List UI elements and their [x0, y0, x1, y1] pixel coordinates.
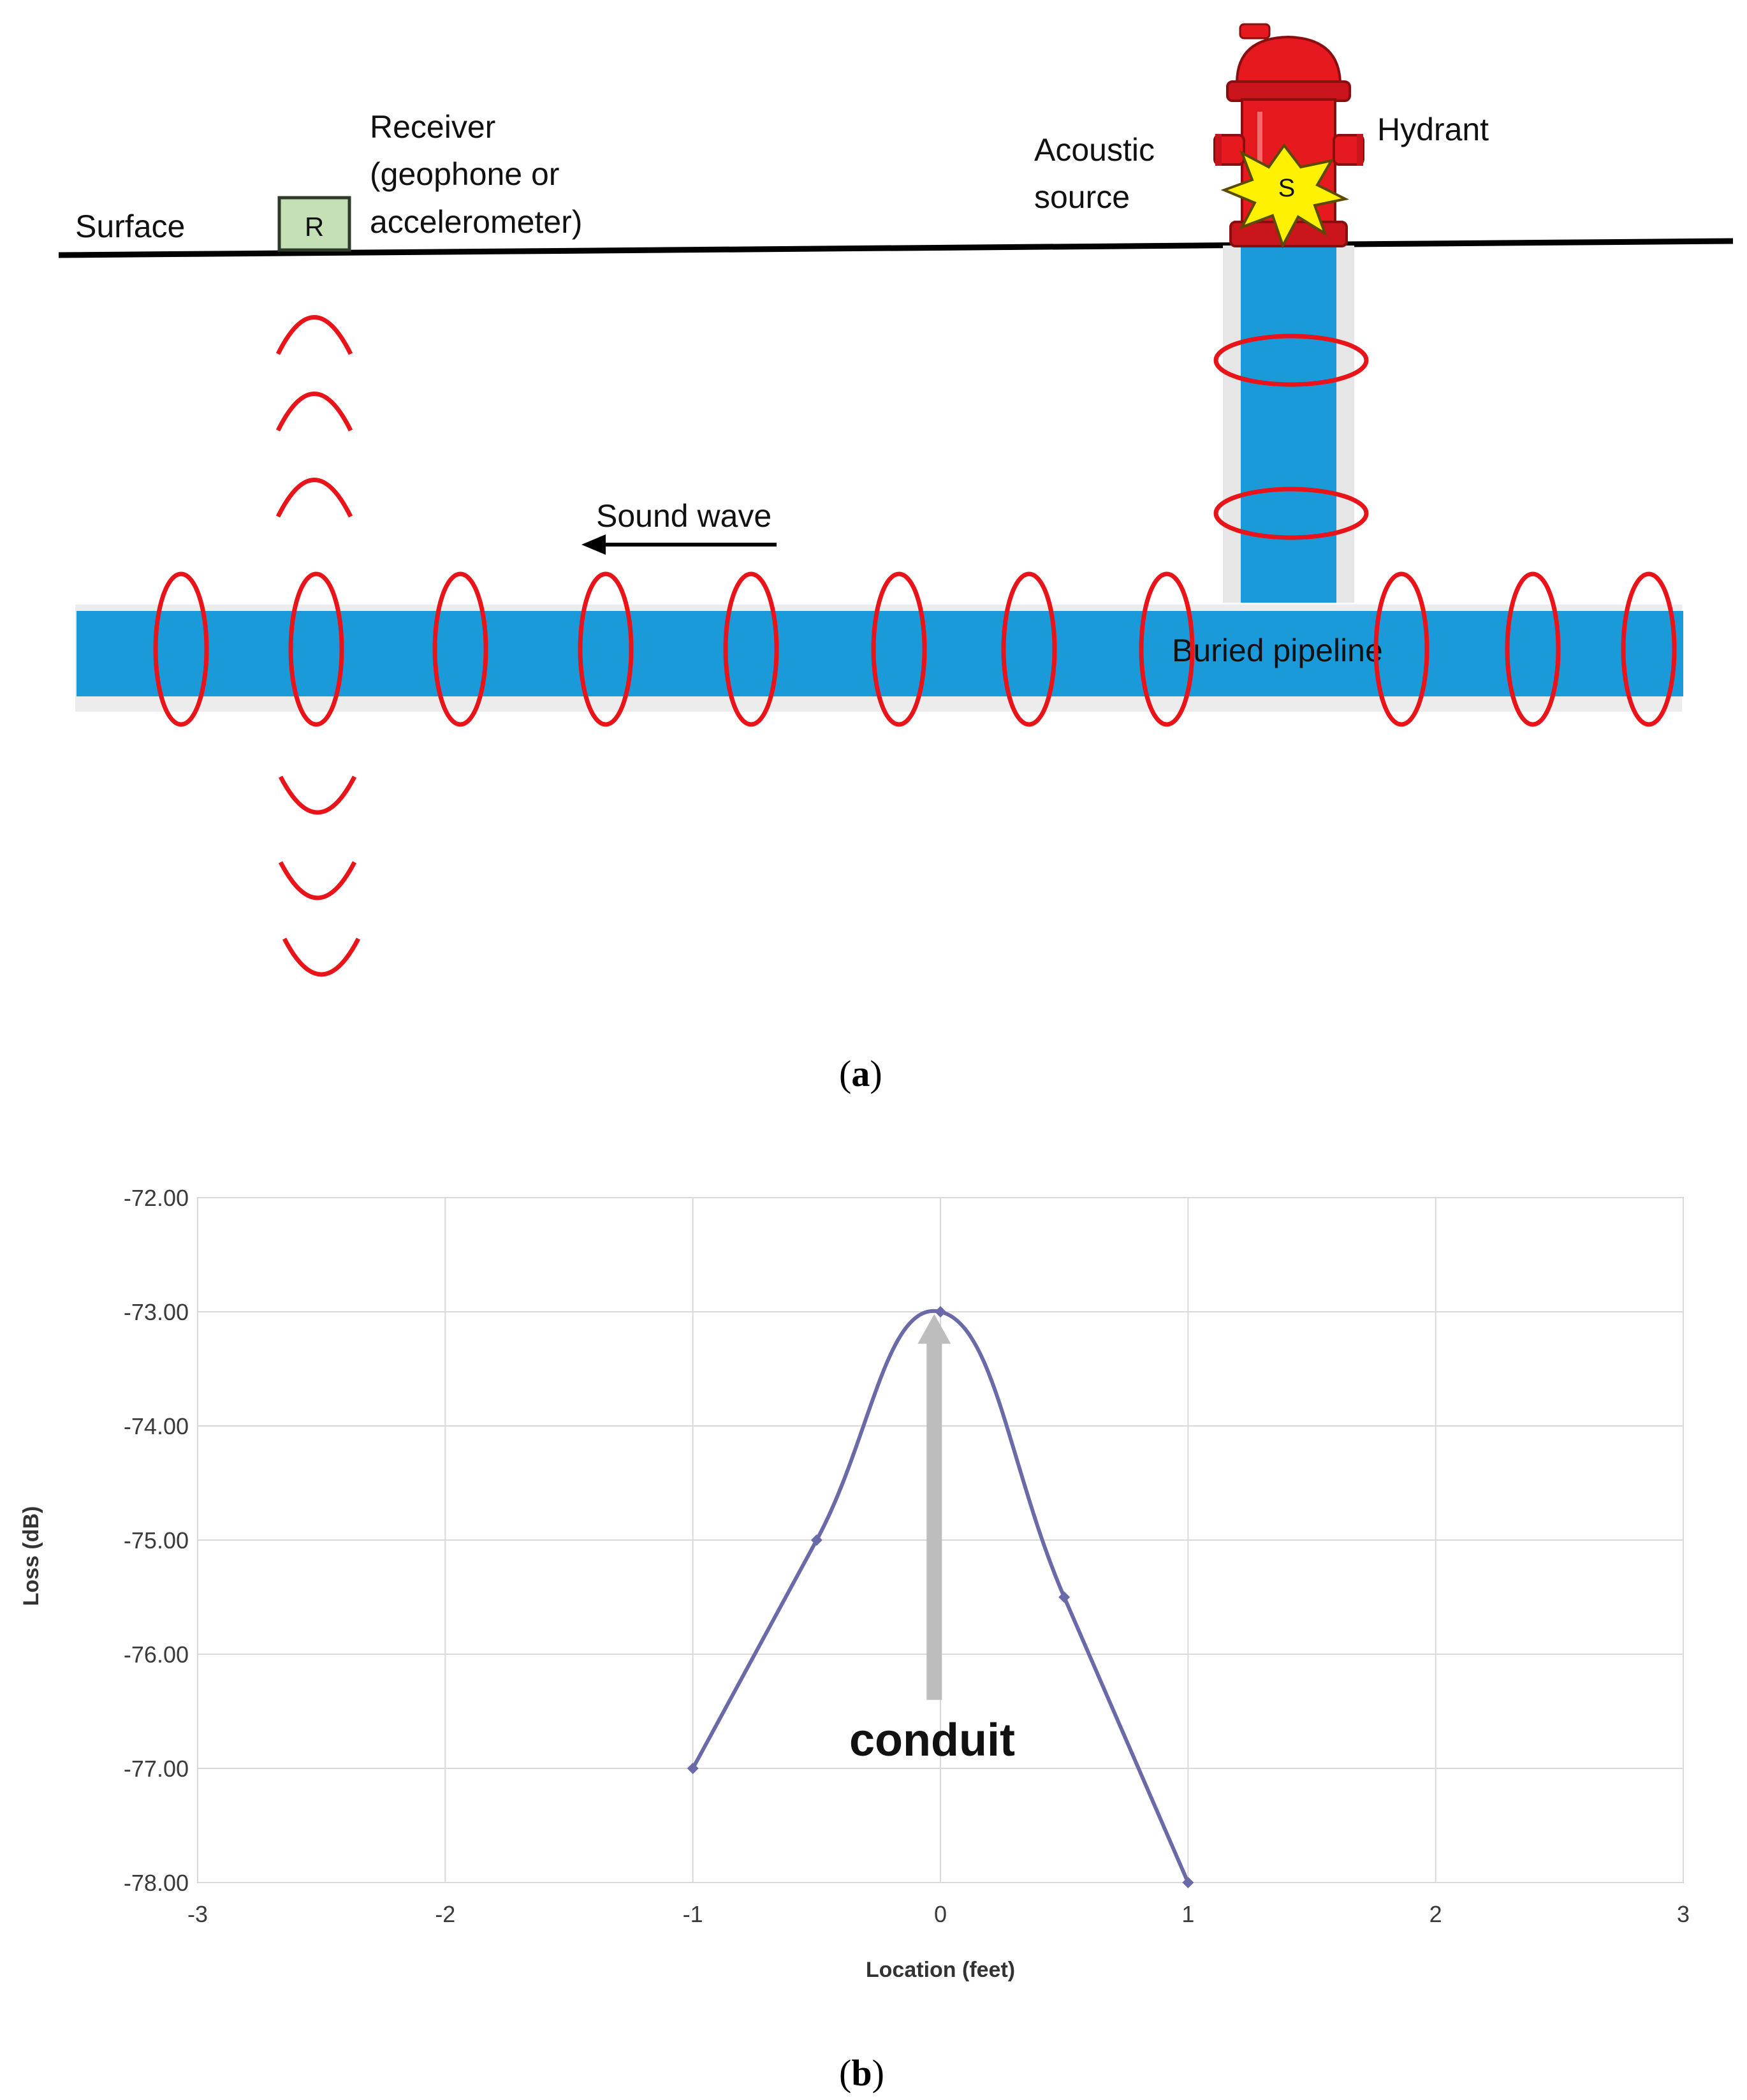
pipe-ring	[723, 571, 779, 727]
caption-a: (a)	[839, 1053, 882, 1094]
up-arc	[275, 315, 353, 355]
surface-label: Surface	[75, 209, 185, 244]
y-tick-label: -72.00	[124, 1185, 189, 1211]
data-point	[1182, 1877, 1194, 1888]
pipe-ring	[1505, 571, 1561, 727]
conduit-annotation: conduit	[849, 1715, 1015, 1766]
y-tick-label: -78.00	[124, 1870, 189, 1896]
x-tick-label: 2	[1429, 1901, 1442, 1927]
x-tick-label: -2	[435, 1901, 455, 1927]
receiver-label-line3: accelerometer)	[370, 204, 582, 240]
hydrant-label: Hydrant	[1377, 112, 1489, 147]
sound-wave-arrowhead	[581, 534, 606, 555]
conduit-arrow-head	[917, 1314, 951, 1344]
down-arc	[282, 937, 361, 977]
x-tick-label: 3	[1677, 1901, 1690, 1927]
data-point	[687, 1763, 699, 1774]
data-point	[935, 1306, 946, 1318]
surface-line	[58, 238, 1734, 258]
receiver-box	[277, 196, 351, 252]
y-tick-label: -76.00	[124, 1641, 189, 1668]
down-arc	[278, 861, 357, 900]
x-tick-label: -1	[683, 1901, 703, 1927]
ground-wave-arcs	[275, 315, 361, 977]
pipe-ring	[432, 571, 488, 727]
buried-pipeline	[77, 611, 1683, 696]
riser-pipe	[1241, 246, 1336, 603]
panel-a-diagram: Surface R Receiver (geophone or accelero…	[58, 23, 1734, 977]
pipe-ring	[1373, 571, 1429, 727]
receiver-label-line2: (geophone or	[370, 156, 559, 192]
panel-b-chart: -3 -2 -1 0 1 2 3 -72.00 -73.00 -74.00 -75.00 -76.00…	[19, 1185, 1690, 1982]
acoustic-source-label-line2: source	[1034, 179, 1130, 215]
up-arc	[275, 392, 353, 432]
data-point	[810, 1534, 822, 1546]
pipe-ring	[871, 571, 927, 727]
pipe-ring	[153, 571, 209, 727]
riser-ring	[1213, 487, 1369, 540]
pipeline-wave-rings	[153, 571, 1677, 727]
y-tick-label: -73.00	[124, 1299, 189, 1325]
y-tick-label: -77.00	[124, 1756, 189, 1782]
acoustic-source-label-line1: Acoustic	[1034, 132, 1155, 168]
pipe-ring	[288, 571, 344, 727]
x-tick-label: -3	[187, 1901, 208, 1927]
source-mark: S	[1278, 174, 1296, 202]
y-tick-label: -74.00	[124, 1413, 189, 1439]
riser-ring	[1213, 334, 1369, 387]
up-arc	[275, 478, 353, 518]
conduit-arrow-shaft	[926, 1340, 942, 1700]
pipe-ring	[1001, 571, 1057, 727]
pipe-ring	[1621, 571, 1677, 727]
x-tick-label: 1	[1181, 1901, 1194, 1927]
pipeline-label: Buried pipeline	[1172, 633, 1383, 668]
sound-wave-label: Sound wave	[596, 498, 771, 534]
pipe-ring	[1139, 571, 1195, 727]
receiver-label-line1: Receiver	[370, 109, 495, 145]
x-tick-label: 0	[934, 1901, 947, 1927]
x-axis-title: Location (feet)	[866, 1958, 1015, 1982]
acoustic-source-burst	[1220, 143, 1350, 249]
y-tick-label: -75.00	[124, 1527, 189, 1553]
riser-wave-rings	[1213, 334, 1369, 540]
pipe-ring	[578, 571, 634, 727]
receiver-box-label: R	[305, 212, 324, 242]
data-point	[1058, 1591, 1071, 1603]
caption-b: (b)	[839, 2052, 884, 2094]
down-arc	[278, 775, 357, 815]
y-axis-title: Loss (dB)	[19, 1506, 43, 1606]
